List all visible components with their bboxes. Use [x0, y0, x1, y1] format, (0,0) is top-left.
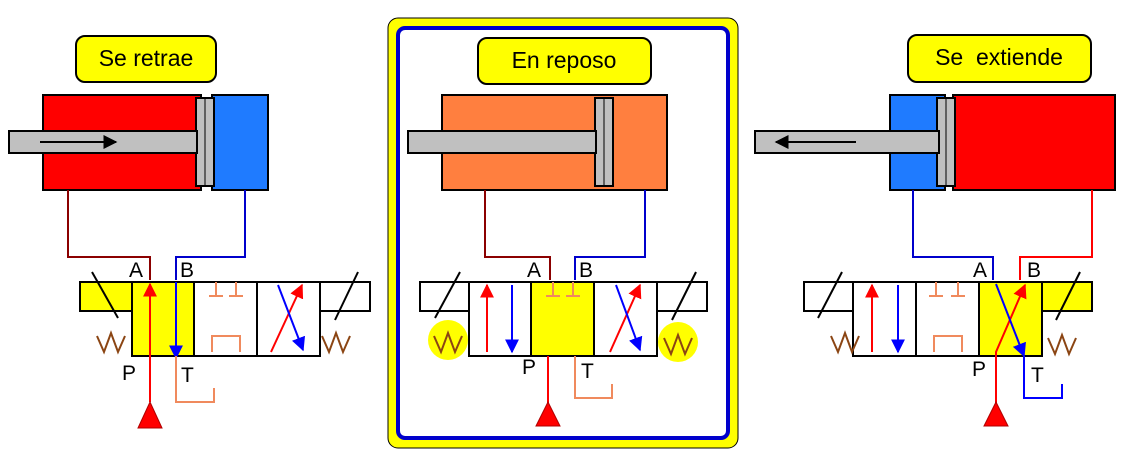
- line-a: [67, 190, 151, 280]
- cylinder: [754, 94, 1116, 191]
- valve-position-left: [852, 281, 917, 357]
- line-b: [1019, 190, 1093, 280]
- actuator-right: [334, 271, 359, 321]
- panel-extend: Se extiende: [754, 34, 1116, 427]
- port-a-label: A: [129, 259, 143, 282]
- port-b-label: B: [579, 259, 593, 282]
- valve-position-center: [193, 281, 258, 357]
- spring-icon: [321, 330, 351, 355]
- spring-icon: [830, 330, 860, 355]
- line-b: [574, 190, 646, 280]
- spring-icon: [96, 330, 126, 355]
- tank-line: [1023, 356, 1063, 399]
- spring-icon: [663, 332, 693, 357]
- valve-position-left: [131, 281, 195, 357]
- cylinder: [8, 94, 269, 191]
- valve-position-center: [915, 281, 980, 357]
- port-b-label: B: [180, 259, 194, 282]
- port-p-label: P: [122, 362, 136, 385]
- title-box: Se retrae: [75, 35, 217, 83]
- valve: [419, 271, 708, 362]
- panel-title: En reposo: [512, 47, 617, 73]
- port-a-label: A: [973, 259, 987, 282]
- spring-highlight: [658, 322, 698, 362]
- valve-position-left: [468, 281, 532, 357]
- tank-line: [175, 356, 215, 403]
- line-b: [175, 190, 246, 280]
- pressure-flow: [995, 283, 1027, 404]
- panel-title: Se retrae: [99, 45, 194, 71]
- actuator-left: [434, 271, 461, 319]
- valve: [803, 271, 1093, 357]
- valve-position-center: [530, 281, 595, 357]
- pump-triangle-icon: [137, 400, 163, 429]
- valve: [79, 271, 371, 357]
- line-a: [912, 190, 994, 280]
- panel-retract: Se retrae: [8, 35, 371, 429]
- port-p-label: P: [522, 356, 536, 379]
- spring-highlight: [428, 320, 468, 360]
- port-b-label: B: [1027, 259, 1041, 282]
- pump-triangle-icon: [983, 400, 1009, 427]
- valve-position-right: [256, 281, 321, 357]
- panel-title: Se extiende: [935, 44, 1063, 70]
- line-a: [484, 190, 551, 280]
- actuator-left: [91, 271, 119, 319]
- cylinder: [407, 94, 668, 191]
- title-box: Se extiende: [907, 34, 1092, 83]
- actuator-right: [1055, 271, 1081, 321]
- panel-rest: En reposo: [387, 17, 739, 449]
- spring-icon: [433, 330, 463, 355]
- port-t-label: T: [181, 364, 194, 387]
- port-t-label: T: [581, 360, 594, 383]
- port-t-label: T: [1031, 364, 1044, 387]
- pump-triangle-icon: [535, 400, 561, 427]
- title-box: En reposo: [477, 37, 652, 85]
- piston-rod: [407, 130, 597, 154]
- spring-icon: [1047, 332, 1077, 357]
- actuator-right: [671, 271, 697, 321]
- return-flow: [995, 283, 1026, 358]
- tank-line: [574, 356, 613, 399]
- actuator-left: [817, 271, 843, 319]
- port-a-label: A: [527, 259, 541, 282]
- port-p-label: P: [972, 358, 986, 381]
